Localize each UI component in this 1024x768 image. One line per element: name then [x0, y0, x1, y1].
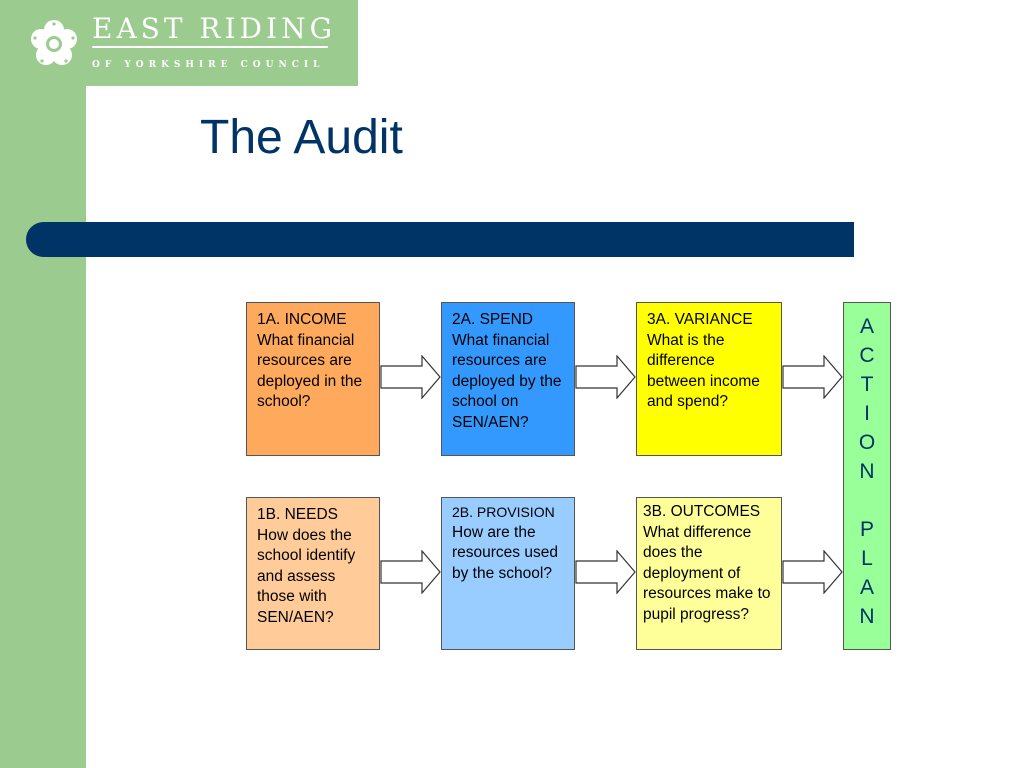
action-letter: A	[859, 576, 874, 599]
spend-box: 2A. SPEND What financial resources are d…	[441, 302, 575, 456]
brand-name: EAST RIDING	[92, 12, 336, 45]
arrow-right-icon	[782, 355, 843, 399]
white-rose-logo-icon	[31, 20, 77, 65]
variance-text: What is the difference between income an…	[647, 331, 760, 411]
action-letter: C	[859, 344, 875, 367]
provision-heading: 2B. PROVISION	[452, 504, 555, 520]
variance-heading: 3A. VARIANCE	[647, 311, 753, 328]
needs-box: 1B. NEEDS How does the school identify a…	[246, 497, 380, 650]
action-letter: L	[861, 547, 873, 570]
provision-text: How are the resources used by the school…	[452, 523, 558, 582]
title-underline-bar	[26, 222, 854, 257]
action-letter: N	[859, 460, 875, 483]
spend-text: What financial resources are deployed by…	[452, 331, 562, 431]
income-heading: 1A. INCOME	[257, 311, 347, 328]
variance-box: 3A. VARIANCE What is the difference betw…	[636, 302, 782, 456]
needs-text: How does the school identify and assess …	[257, 526, 356, 626]
income-box: 1A. INCOME What financial resources are …	[246, 302, 380, 456]
brand-divider	[92, 46, 328, 48]
outcomes-text: What difference does the deployment of r…	[643, 523, 771, 623]
needs-heading: 1B. NEEDS	[257, 506, 338, 523]
action-letter: P	[859, 518, 874, 541]
action-letter: T	[860, 373, 874, 396]
page-title: The Audit	[200, 111, 403, 164]
arrow-right-icon	[380, 550, 441, 594]
income-text: What financial resources are deployed in…	[257, 331, 363, 411]
green-sidebar	[0, 0, 86, 768]
action-letter: I	[864, 402, 870, 425]
arrow-right-icon	[782, 550, 843, 594]
action-letter: N	[859, 605, 875, 628]
action-letter	[844, 486, 890, 515]
arrow-right-icon	[575, 550, 636, 594]
action-letter: O	[858, 431, 876, 454]
arrow-right-icon	[575, 355, 636, 399]
outcomes-box: 3B. OUTCOMES What difference does the de…	[636, 497, 782, 650]
action-letter: A	[859, 315, 874, 338]
brand-subtitle: OF YORKSHIRE COUNCIL	[92, 60, 325, 70]
outcomes-heading: 3B. OUTCOMES	[643, 503, 761, 520]
action-plan-box: A C T I O N P L A N	[843, 302, 891, 650]
spend-heading: 2A. SPEND	[452, 311, 533, 328]
arrow-right-icon	[380, 355, 441, 399]
provision-box: 2B. PROVISION How are the resources used…	[441, 497, 575, 650]
